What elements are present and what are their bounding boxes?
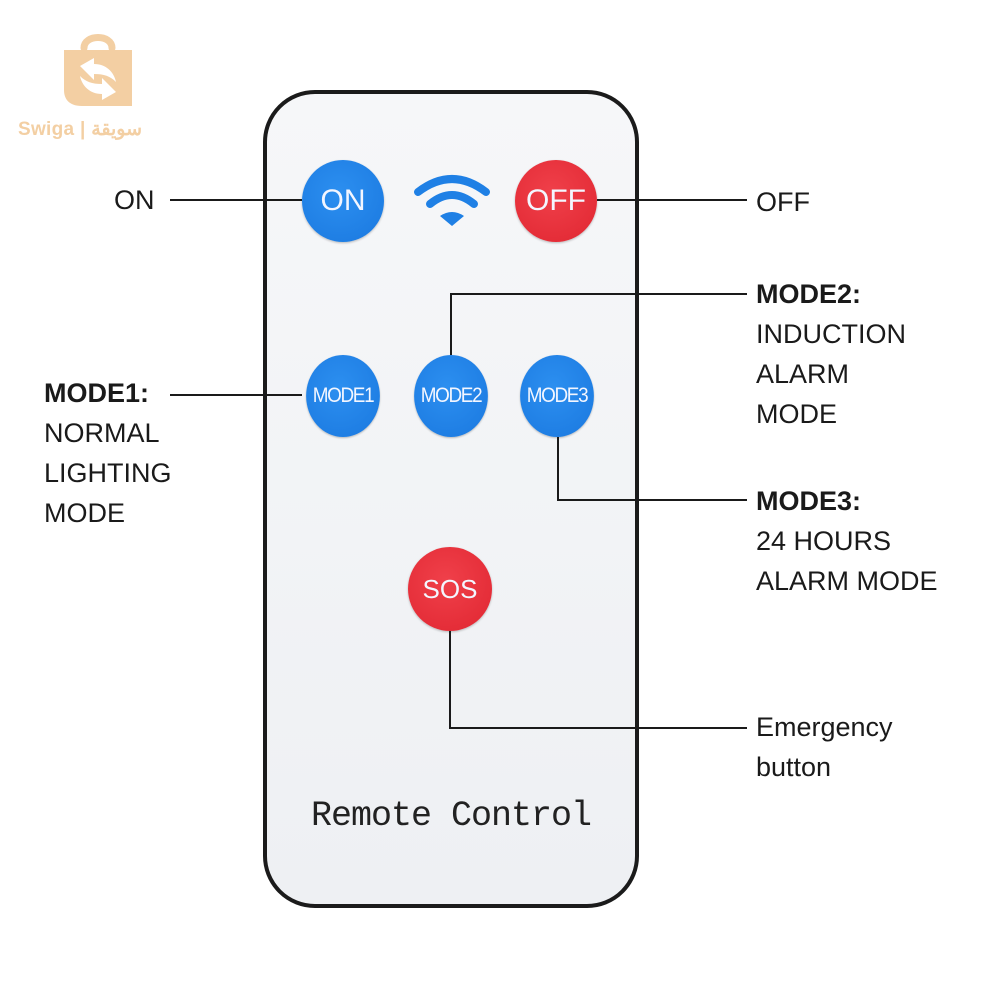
sos-callout-line-horizontal (449, 727, 747, 729)
mode2-callout-heading: MODE2: (756, 279, 862, 309)
on-callout-label: ON (114, 185, 155, 215)
sos-callout-line-vertical (449, 631, 451, 728)
sos-button-label: SOS (422, 573, 478, 604)
mode2-callout-line-horizontal (450, 293, 747, 295)
mode3-callout: MODE3: 24 HOURS ALARM MODE (756, 481, 938, 601)
shopping-bag-swap-icon (64, 34, 132, 106)
mode1-callout-heading: MODE1: (44, 378, 150, 408)
wifi-icon (414, 175, 490, 226)
mode2-callout-line-2: ALARM (756, 359, 850, 389)
mode2-callout: MODE2: INDUCTION ALARM MODE (756, 274, 906, 434)
mode3-callout-line-2: ALARM MODE (756, 566, 938, 596)
mode1-callout-line (170, 394, 302, 396)
mode3-callout-line-1: 24 HOURS (756, 526, 892, 556)
mode1-button-label: MODE1 (312, 384, 375, 407)
mode1-callout-line-2: LIGHTING (44, 458, 172, 488)
off-callout-line (597, 199, 747, 201)
mode1-callout: MODE1: NORMAL LIGHTING MODE (44, 373, 172, 533)
mode3-callout-heading: MODE3: (756, 486, 862, 516)
brand-name: Swiga | سويقة (18, 119, 143, 140)
mode1-callout-line-3: MODE (44, 498, 125, 528)
mode2-callout-line-3: MODE (756, 399, 837, 429)
mode3-callout-line-horizontal (557, 499, 747, 501)
sos-callout: Emergency button (756, 707, 893, 787)
off-callout-label: OFF (756, 187, 810, 217)
on-callout-line (170, 199, 302, 201)
mode2-callout-line-vertical (450, 294, 452, 355)
mode3-button-label: MODE3 (526, 384, 589, 407)
mode2-callout-line-1: INDUCTION (756, 319, 906, 349)
sos-button[interactable]: SOS (408, 547, 492, 631)
on-button-label: ON (320, 184, 366, 217)
off-button-label: OFF (526, 184, 586, 217)
on-button[interactable]: ON (302, 160, 384, 242)
mode1-callout-line-1: NORMAL (44, 418, 160, 448)
mode3-button[interactable]: MODE3 (520, 355, 594, 437)
mode2-button-label: MODE2 (420, 384, 483, 407)
sos-callout-line-2: button (756, 752, 832, 782)
mode2-button[interactable]: MODE2 (414, 355, 488, 437)
mode3-callout-line-vertical (557, 437, 559, 500)
sos-callout-line-1: Emergency (756, 712, 893, 742)
swiga-logo: Swiga | سويقة (14, 26, 174, 146)
off-button[interactable]: OFF (515, 160, 597, 242)
mode1-button[interactable]: MODE1 (306, 355, 380, 437)
remote-title: Remote Control (310, 796, 592, 836)
